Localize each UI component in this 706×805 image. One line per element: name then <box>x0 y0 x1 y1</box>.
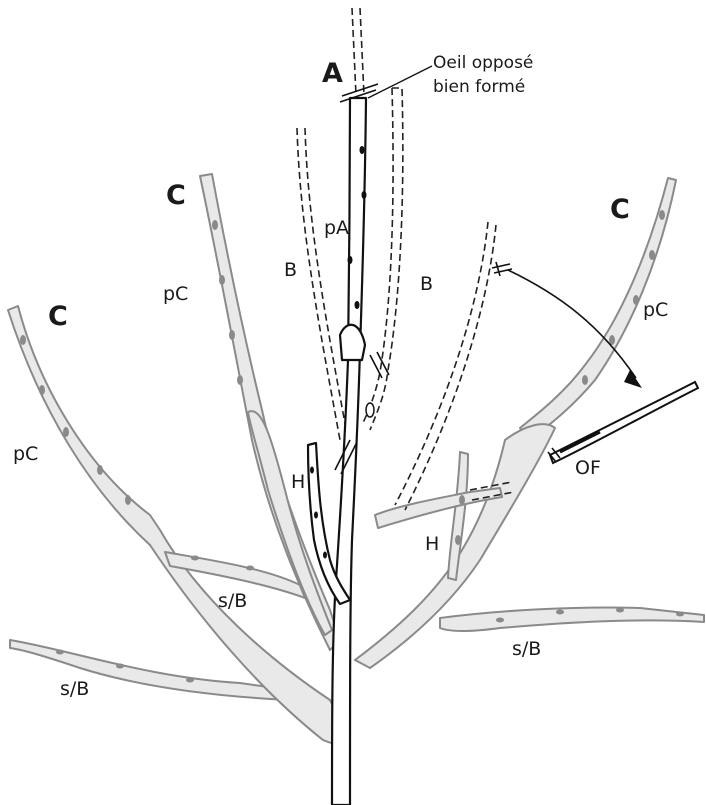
label-pa: pA <box>324 217 349 239</box>
note-line-1: Oeil opposé <box>433 53 533 73</box>
branch-sb-right <box>440 607 704 631</box>
label-pc-right: pC <box>643 299 668 321</box>
cut-mark-right-stub <box>492 262 512 276</box>
shoot-dashed-right <box>395 222 496 510</box>
note-pointer-line <box>368 66 432 98</box>
note-line-2: bien formé <box>433 77 525 97</box>
shoot-b-right <box>362 88 403 430</box>
label-b-right: B <box>420 273 433 295</box>
label-h-left: H <box>291 471 305 493</box>
label-c-middle: C <box>166 180 186 211</box>
label-sb-left-upper: s/B <box>218 590 247 612</box>
leader-extension <box>352 8 364 95</box>
label-sb-left-lower: s/B <box>60 678 89 700</box>
label-a: A <box>322 58 343 89</box>
leader-axis <box>332 98 366 805</box>
label-of: OF <box>575 457 601 479</box>
label-c-left: C <box>48 301 68 332</box>
shoot-b-left <box>297 128 348 440</box>
label-b-left: B <box>284 259 297 281</box>
label-c-right: C <box>610 194 630 225</box>
cut-mark-right-b <box>370 352 389 378</box>
label-pc-left: pC <box>13 443 38 465</box>
label-h-right: H <box>425 533 439 555</box>
label-pc-middle: pC <box>163 283 188 305</box>
label-sb-right: s/B <box>512 638 541 660</box>
